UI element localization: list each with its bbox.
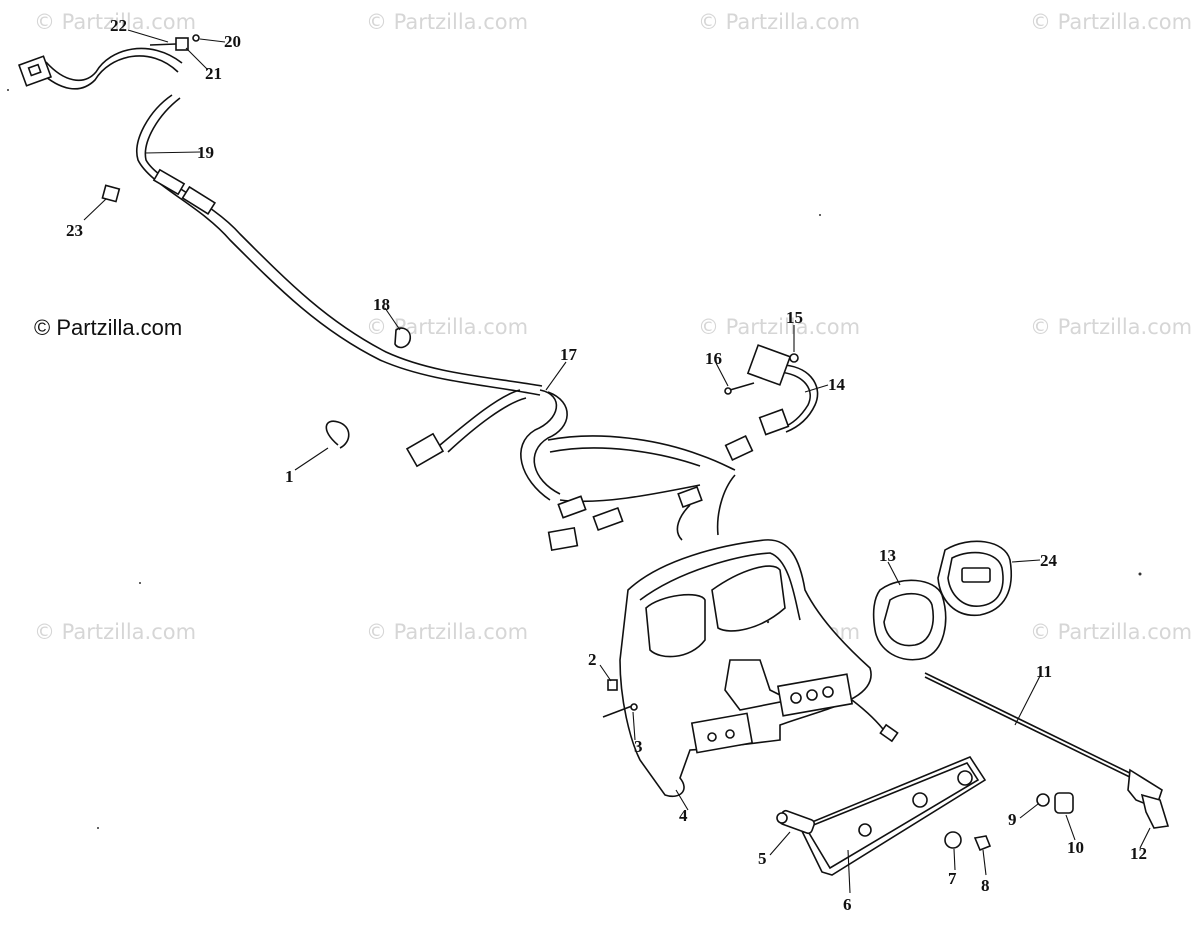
part-18-clip [394,327,412,349]
part-5-switch [776,809,816,835]
callout-1: 1 [285,467,294,486]
callout-18: 18 [373,295,390,314]
leader-lines [83,29,1151,894]
part-20-nut [192,34,200,42]
callout-15: 15 [786,308,803,327]
part-14-harness-lead [758,364,819,436]
callout-3: 3 [634,737,643,756]
part-23-nut [101,184,121,203]
watermark: © Partzilla.com [1030,315,1193,339]
watermark: © Partzilla.com [1030,10,1193,34]
callout-9: 9 [1008,810,1017,829]
callout-22: 22 [110,16,127,35]
callout-5: 5 [758,849,767,868]
callout-10: 10 [1067,838,1084,857]
watermark: © Partzilla.com [34,620,197,644]
callout-8: 8 [981,876,990,895]
watermark: © Partzilla.com [34,10,197,34]
watermark: © Partzilla.com [1030,620,1193,644]
part-8-nut [973,835,992,852]
callout-17: 17 [560,345,578,364]
part-22-screw [149,43,177,46]
watermark: © Partzilla.com [698,315,861,339]
part-17-wiring-harness [405,389,754,552]
callout-14: 14 [828,375,846,394]
part-15-ballast-resistor [746,344,799,386]
paper-specks [7,89,1142,829]
part-13-gauge [872,579,947,661]
callout-11: 11 [1036,662,1052,681]
watermark: © Partzilla.com [366,10,529,34]
part-12-bracket [1140,793,1170,829]
part-3-screw [602,703,638,718]
part-7-knob [944,831,962,849]
part-1-snap-ring [325,420,350,449]
callout-7: 7 [948,869,957,888]
callout-2: 2 [588,650,597,669]
callout-labels: 1 2 3 4 5 6 7 8 9 10 11 12 13 14 15 16 1… [66,16,1147,914]
part-6-switch-plate [798,756,987,876]
part-19-wiring-harness [17,47,543,396]
part-10-switch [1054,792,1074,814]
callout-23: 23 [66,221,83,240]
callout-20: 20 [224,32,241,51]
watermark: © Partzilla.com [366,620,529,644]
copyright-notice: © Partzilla.com [34,315,183,340]
callout-16: 16 [705,349,722,368]
callout-4: 4 [679,806,688,825]
part-2-nut [607,679,618,691]
callout-6: 6 [843,895,852,914]
part-4-dash-panel [619,539,899,797]
callout-21: 21 [205,64,222,83]
callout-12: 12 [1130,844,1147,863]
watermark: © Partzilla.com [698,10,861,34]
part-9-washer [1036,793,1050,807]
part-24-gauge [937,540,1012,617]
callout-24: 24 [1040,551,1058,570]
part-16-screw [724,382,755,395]
callout-19: 19 [197,143,214,162]
callout-13: 13 [879,546,896,565]
